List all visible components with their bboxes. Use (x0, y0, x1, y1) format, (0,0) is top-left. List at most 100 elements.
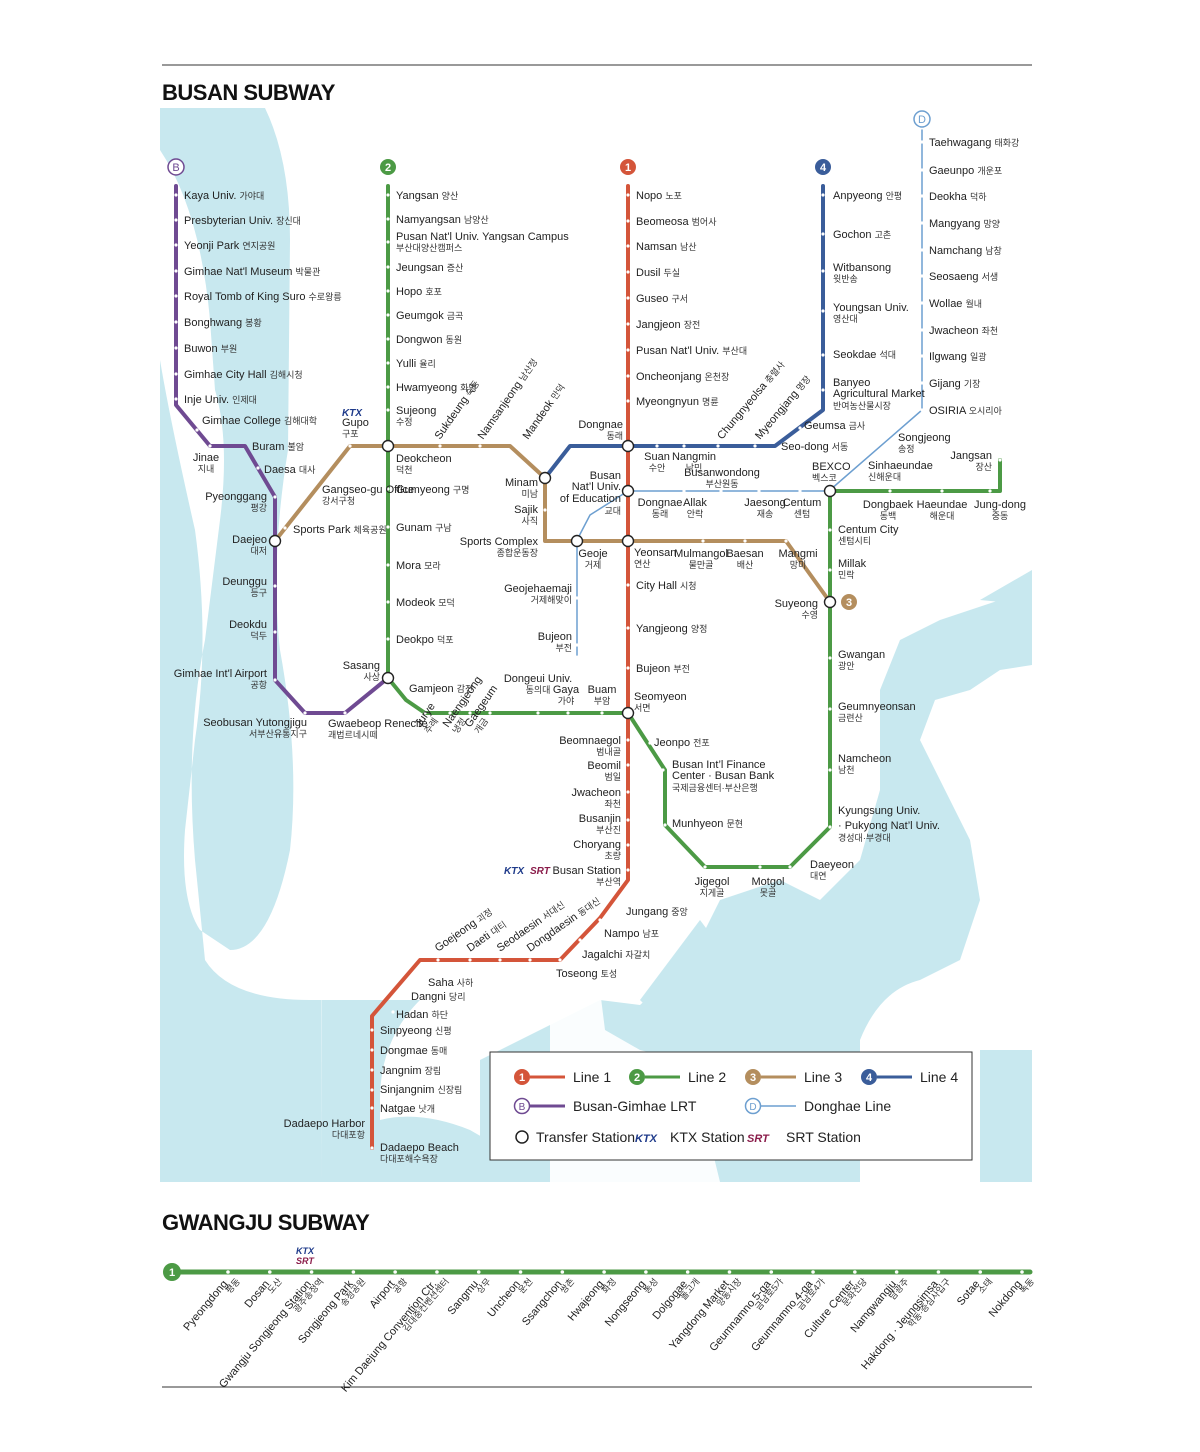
station-name-en: Yangsan (396, 190, 442, 202)
station-name: Sinpyeong 신평 (380, 1025, 452, 1037)
station-name-en: Deokpo (396, 634, 437, 646)
station-name: Jangnim 장림 (380, 1065, 441, 1077)
station-name-ko: 국제금융센터·부산은행 (672, 782, 758, 793)
station-name-ko: 당리 (449, 992, 466, 1002)
station-name-ko: 가야대 (239, 191, 264, 201)
line1-stop (626, 583, 630, 587)
line1-stop (391, 1010, 395, 1014)
station-label: Dusil 두실 (636, 267, 680, 279)
line1-stop (626, 270, 630, 274)
station-label: Jangjeon 장전 (636, 319, 700, 331)
legend: 1 Line 1 2 Line 2 3 Line 3 4 Line 4 B Bu… (489, 1051, 973, 1161)
station-name-ko: 운천 (516, 1276, 534, 1295)
water-area (640, 920, 730, 1020)
donghae-stop (757, 489, 761, 493)
station-name-en: Bonghwang (184, 317, 245, 329)
station-name: Geumnyeonsan (838, 701, 916, 713)
line4-stop (655, 444, 659, 448)
line1-stop (468, 958, 472, 962)
station-name-ko: 수영 (801, 610, 818, 620)
line2-stop (386, 637, 390, 641)
srt-busan-station-icon: SRT (530, 866, 551, 877)
station-name-ko: 인제대 (232, 395, 257, 405)
station-label: Gimhae City Hall 김해시청 (184, 369, 303, 381)
line2-stop (386, 487, 390, 491)
water-area (980, 570, 1032, 605)
station-name-ko: 수안 (649, 463, 666, 473)
station-label: Jwacheon 좌천 (929, 325, 998, 337)
station-name-en: Inje Univ. (184, 394, 232, 406)
station-name: Busan (590, 470, 621, 482)
line1-stop (626, 296, 630, 300)
station-name: Deokpo 덕포 (396, 634, 454, 646)
station-name-ko: 기장 (964, 379, 981, 389)
station-name: Gunam 구남 (396, 522, 452, 534)
station-name: Gimhae City Hall 김해시청 (184, 369, 303, 381)
station-name-ko: 망미 (790, 560, 807, 570)
gwangju-stop (309, 1270, 314, 1274)
station-name: Airport (367, 1278, 397, 1311)
station-name: Minam (505, 477, 538, 489)
station-name-ko: 송정 (898, 444, 915, 454)
station-name: Seobusan Yutongjigu (203, 717, 307, 729)
srt-logo-icon: SRT (747, 1133, 770, 1145)
station-name-ko: 체육공원 (354, 525, 387, 535)
donghae-stop (920, 248, 924, 252)
station-name-ko: 동원 (446, 335, 463, 345)
lrt-stop (174, 218, 178, 222)
station-name-ko: 하단 (431, 1010, 448, 1020)
station-name-en: Jangjeon (636, 319, 684, 331)
station-label: Sports Park 체육공원 (293, 524, 387, 536)
line1-stop (370, 1068, 374, 1072)
station-name: Seomyeon (634, 691, 687, 703)
station-name: Songjeong (898, 432, 951, 444)
station-name-en: Jeonpo (654, 737, 693, 749)
line1-stop (370, 1088, 374, 1092)
legend-line1: 1 Line 1 (514, 1069, 611, 1085)
station-name: Centum City (838, 524, 899, 536)
line1-stop (626, 348, 630, 352)
donghae-stop (682, 489, 686, 493)
station-name-en: Hopo (396, 286, 425, 298)
station-name-ko: 신장림 (437, 1084, 462, 1095)
station-name-en: Gunam (396, 522, 435, 534)
line-badge (620, 159, 636, 175)
line1-stop (626, 322, 630, 326)
station-name-ko: 경성대·부경대 (838, 832, 891, 843)
station-label: Bujeon 부전 (636, 663, 690, 675)
station-name: Gimhae Nat'l Museum 박물관 (184, 266, 320, 278)
gwangju-stop (978, 1270, 983, 1274)
station-name-ko: 괴정 (475, 907, 494, 925)
station-name-ko: 일광 (970, 351, 987, 362)
station-name: Seokdae 석대 (833, 349, 896, 361)
line1-stop (498, 958, 502, 962)
station-label: Seosaeng 서생 (929, 271, 998, 283)
gwangju-stop (226, 1270, 230, 1274)
legend-donghae: D Donghae Line (744, 1097, 891, 1115)
station-label: Gaeunpo 개운포 (929, 165, 1002, 177)
station-name-ko: 온천장 (705, 372, 730, 382)
station-name-ko: 신평 (435, 1026, 452, 1036)
legend-donghae-badge (744, 1097, 762, 1115)
station-name-en: Mora (396, 560, 424, 572)
line2-stop (423, 711, 427, 715)
line2-stop (386, 525, 390, 529)
station-label: Namsan 남산 (636, 241, 697, 253)
gwangju-stop (267, 1270, 272, 1274)
legend-lrt-label: Busan-Gimhae LRT (573, 1098, 697, 1114)
legend-transfer-label: Transfer Station (536, 1129, 635, 1145)
station-name-ko: 박물관 (296, 267, 321, 277)
station-name: Dongbaek (863, 499, 914, 511)
station-name: Jeonpo 전포 (654, 737, 710, 749)
